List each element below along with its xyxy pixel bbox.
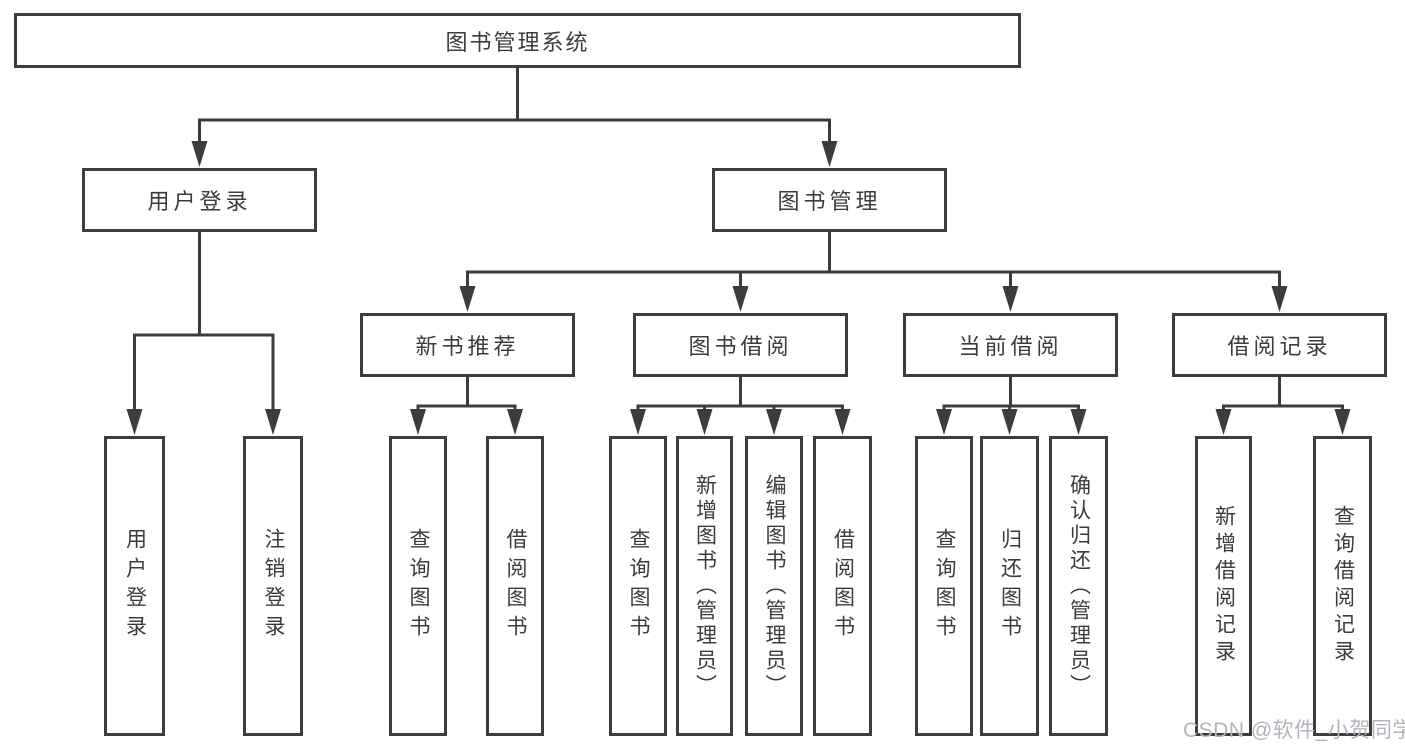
connector-records-to-leaves xyxy=(1215,377,1351,435)
leaf-current-confirm-return-admin-label: 确认归还（管理员） xyxy=(1067,473,1091,699)
leaf-user-login-label: 用户登录 xyxy=(123,528,147,644)
leaf-newbook-query-books: 查询图书 xyxy=(389,436,447,736)
leaf-logout: 注销登录 xyxy=(243,436,303,736)
node-current-borrow-label: 当前借阅 xyxy=(958,334,1063,359)
node-book-borrow: 图书借阅 xyxy=(633,313,848,377)
leaf-current-return-books: 归还图书 xyxy=(980,436,1039,736)
leaf-newbook-borrow-books-label: 借阅图书 xyxy=(504,528,527,644)
leaf-borrow-edit-books-admin: 编辑图书（管理员） xyxy=(745,436,803,736)
leaf-current-return-books-label: 归还图书 xyxy=(998,528,1022,644)
leaf-logout-label: 注销登录 xyxy=(262,528,285,644)
leaf-borrow-query-books: 查询图书 xyxy=(609,436,667,736)
node-root-system-label: 图书管理系统 xyxy=(445,29,590,55)
leaf-borrow-add-books-admin: 新增图书（管理员） xyxy=(676,436,733,736)
node-book-borrow-label: 图书借阅 xyxy=(688,334,793,359)
csdn-watermark: CSDN @软件_小贺同学 xyxy=(1183,719,1405,742)
leaf-records-query-record-label: 查询借阅记录 xyxy=(1331,505,1355,667)
connector-root-to-level2 xyxy=(191,68,838,167)
leaf-borrow-borrow-books-label: 借阅图书 xyxy=(831,528,855,644)
node-root-system: 图书管理系统 xyxy=(14,13,1021,68)
leaf-newbook-query-books-label: 查询图书 xyxy=(407,528,430,644)
node-new-book-recommend-label: 新书推荐 xyxy=(415,334,520,359)
connector-currentborrow-to-leaves xyxy=(936,377,1087,435)
leaf-records-add-record: 新增借阅记录 xyxy=(1195,436,1252,736)
leaf-borrow-add-books-admin-label: 新增图书（管理员） xyxy=(693,473,717,699)
leaf-current-query-books: 查询图书 xyxy=(915,436,973,736)
node-borrow-records: 借阅记录 xyxy=(1172,313,1387,377)
node-book-management-label: 图书管理 xyxy=(777,189,882,214)
node-current-borrow: 当前借阅 xyxy=(903,313,1118,377)
leaf-borrow-borrow-books: 借阅图书 xyxy=(813,436,872,736)
node-book-management: 图书管理 xyxy=(712,168,947,232)
leaf-current-query-books-label: 查询图书 xyxy=(933,528,956,644)
node-user-login-label: 用户登录 xyxy=(147,189,252,214)
node-new-book-recommend: 新书推荐 xyxy=(360,313,575,377)
node-user-login: 用户登录 xyxy=(82,168,317,232)
connector-userlogin-to-leaves xyxy=(126,232,281,435)
leaf-current-confirm-return-admin: 确认归还（管理员） xyxy=(1049,436,1108,736)
leaf-records-query-record: 查询借阅记录 xyxy=(1313,436,1372,736)
node-borrow-records-label: 借阅记录 xyxy=(1227,334,1332,359)
connector-bookborrow-to-leaves xyxy=(630,377,851,435)
connector-newbook-to-leaves xyxy=(410,377,523,435)
leaf-borrow-query-books-label: 查询图书 xyxy=(627,528,650,644)
connector-bookmgmt-to-level3 xyxy=(459,232,1288,312)
leaf-records-add-record-label: 新增借阅记录 xyxy=(1212,505,1236,667)
leaf-newbook-borrow-books: 借阅图书 xyxy=(486,436,544,736)
leaf-borrow-edit-books-admin-label: 编辑图书（管理员） xyxy=(763,473,786,699)
leaf-user-login: 用户登录 xyxy=(104,436,165,736)
